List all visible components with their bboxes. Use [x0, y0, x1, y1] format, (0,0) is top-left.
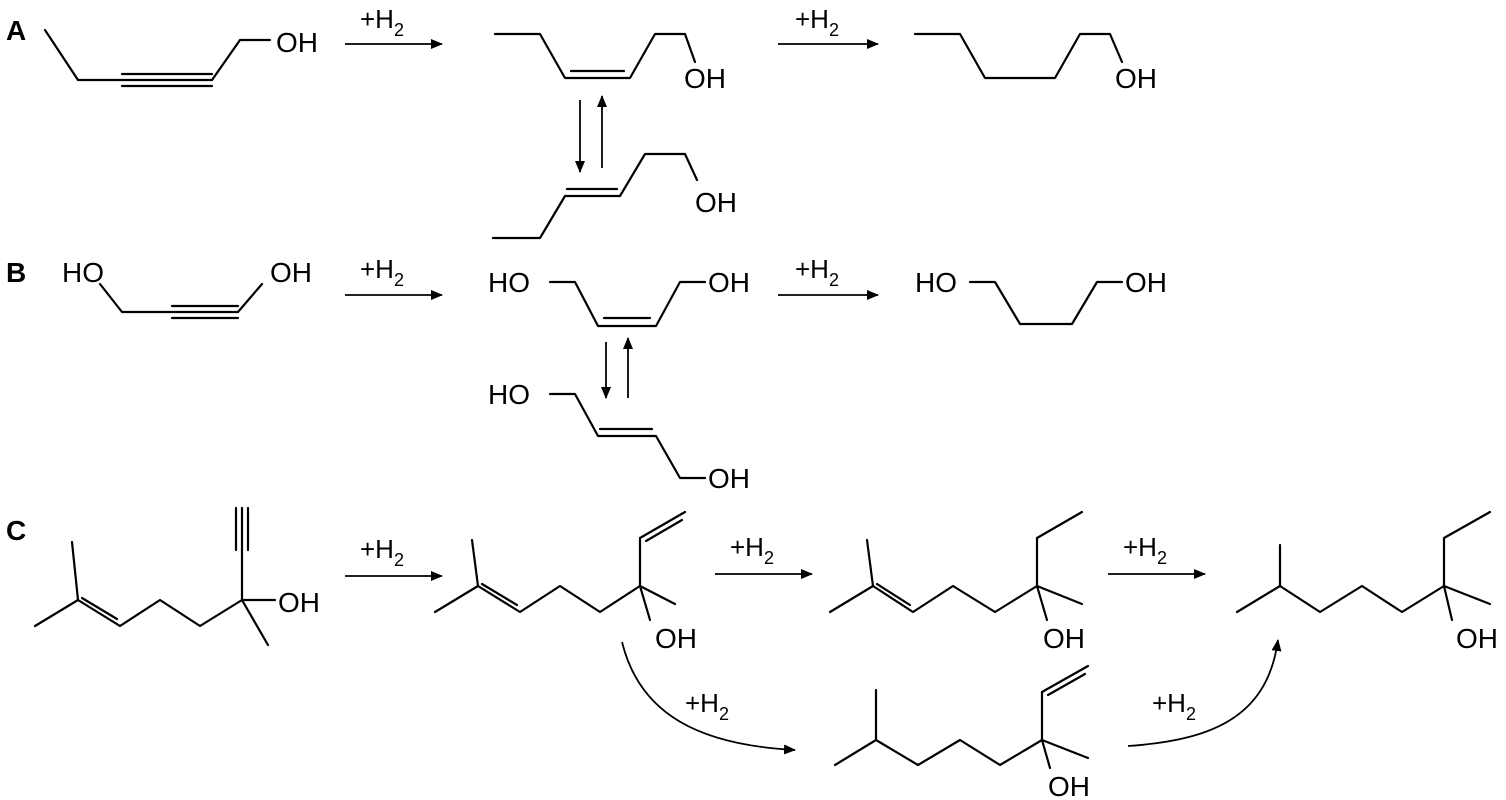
molecule-butynediol: HO OH: [62, 257, 312, 320]
reagent-label: +H2: [360, 4, 404, 40]
reaction-arrow: +H2: [345, 254, 443, 300]
molecule-cis-butenediol: HO OH: [488, 267, 750, 328]
hydroxyl-label: HO: [915, 267, 957, 298]
panel-label-b: B: [6, 257, 26, 288]
reaction-arrow: +H2: [778, 254, 879, 300]
reaction-arrow: +H2: [345, 534, 443, 581]
hydroxyl-label: OH: [276, 27, 318, 58]
hydroxyl-label: OH: [708, 463, 750, 494]
molecule-tetrahydrolinalool: OH: [1235, 510, 1498, 654]
reagent-label: +H2: [730, 532, 774, 568]
hydroxyl-label: HO: [488, 379, 530, 410]
hydroxyl-label: OH: [684, 63, 726, 94]
reaction-arrow: +H2: [715, 532, 813, 579]
panel-label-a: A: [6, 15, 26, 46]
molecule-dihydrolinalool: OH: [828, 510, 1085, 654]
hydroxyl-label: OH: [655, 623, 697, 654]
reagent-label: +H2: [1123, 532, 1167, 568]
molecule-butanediol: HO OH: [915, 267, 1167, 326]
molecule-hexynol: OH: [43, 27, 318, 88]
reagent-label: +H2: [795, 4, 839, 40]
curved-reaction-arrow: +H2: [1127, 639, 1282, 747]
reagent-label: +H2: [360, 254, 404, 290]
hydroxyl-label: OH: [708, 267, 750, 298]
molecule-linalool: OH: [433, 510, 697, 654]
reaction-arrow: +H2: [345, 4, 443, 49]
hydroxyl-label: OH: [270, 257, 312, 288]
hydroxyl-label: OH: [1456, 623, 1498, 654]
hydroxyl-label: OH: [1043, 623, 1085, 654]
hydroxyl-label: OH: [1048, 771, 1090, 800]
molecule-hexanol: OH: [913, 32, 1157, 94]
molecule-trans-hexenol: OH: [491, 152, 737, 240]
hydroxyl-label: OH: [695, 187, 737, 218]
hydroxyl-label: HO: [488, 267, 530, 298]
curved-reaction-arrow: +H2: [621, 641, 796, 755]
reagent-label: +H2: [360, 534, 404, 570]
reagent-label: +H2: [1152, 688, 1196, 724]
hydroxyl-label: OH: [1115, 63, 1157, 94]
reaction-arrow: +H2: [778, 4, 879, 49]
reagent-label: +H2: [685, 688, 729, 724]
equilibrium-arrows: [575, 95, 607, 173]
equilibrium-arrows: [601, 337, 633, 399]
hydroxyl-label: HO: [62, 257, 104, 288]
hydroxyl-label: OH: [278, 587, 320, 618]
molecule-hydrogenated-linalool: OH: [833, 664, 1090, 800]
reaction-arrow: +H2: [1108, 532, 1206, 579]
molecule-cis-hexenol: OH: [493, 32, 726, 94]
panel-label-c: C: [6, 515, 26, 546]
reagent-label: +H2: [795, 254, 839, 290]
molecule-trans-butenediol: HO OH: [488, 379, 750, 494]
hydroxyl-label: OH: [1125, 267, 1167, 298]
molecule-dehydrolinalool: OH: [33, 506, 320, 647]
